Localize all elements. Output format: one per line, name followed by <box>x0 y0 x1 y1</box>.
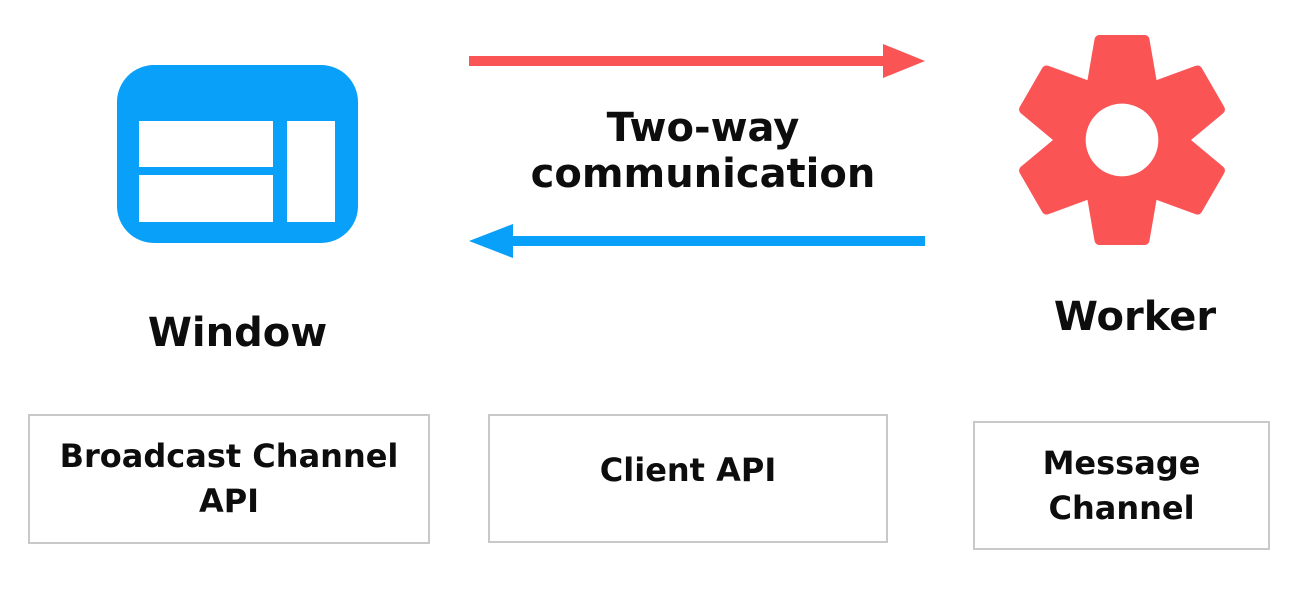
window-node-label: Window <box>147 310 328 356</box>
gear-icon <box>1019 34 1225 246</box>
arrow-shaft <box>469 56 883 66</box>
channel-box-client-api: Client API <box>488 414 888 543</box>
channel-box-label-line: API <box>198 482 260 520</box>
browser-window-icon <box>117 65 358 243</box>
heading-line: communication <box>530 151 876 197</box>
heading-line: Two-way <box>606 105 800 151</box>
arrow-window-to-worker <box>469 44 925 78</box>
two-way-communication-heading: Two-way communication <box>453 105 953 197</box>
channel-box-label-line: Channel <box>1048 488 1195 527</box>
channel-box-message-channel: Message Channel <box>973 421 1270 550</box>
arrow-worker-to-window <box>469 224 925 258</box>
arrow-shaft <box>513 236 925 246</box>
channel-box-label-line: Message <box>1042 443 1201 482</box>
arrowhead-left-icon <box>469 224 513 258</box>
channel-box-broadcast-channel-api: Broadcast Channel API <box>28 414 430 544</box>
arrowhead-right-icon <box>883 44 925 78</box>
channel-box-label-line: Client API <box>599 451 777 489</box>
channel-box-label-line: Broadcast Channel <box>59 437 399 475</box>
worker-node-label: Worker <box>1053 294 1217 340</box>
